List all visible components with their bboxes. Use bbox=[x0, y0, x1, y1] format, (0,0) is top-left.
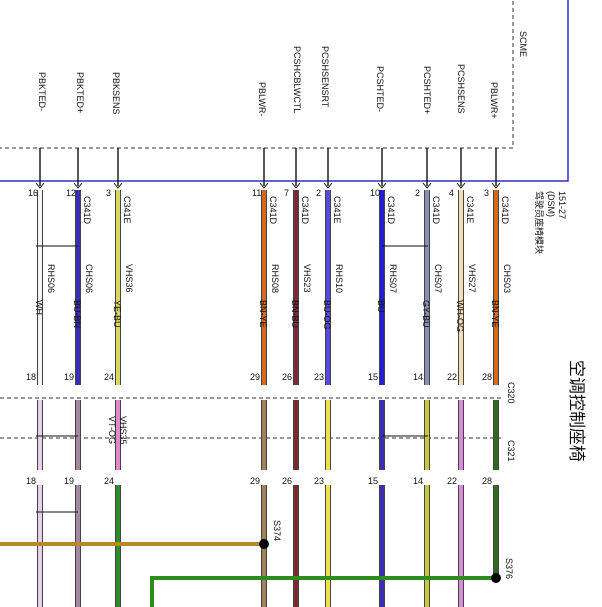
pin-c321-label: 22 bbox=[447, 476, 457, 486]
module-pin-labels: PBLWR+ PCSHSENS PCSHTED+ PCSHTED- PCSHSE… bbox=[37, 46, 499, 119]
pin-label: PBLWR- bbox=[257, 82, 267, 116]
pin-top-label: 4 bbox=[449, 188, 454, 198]
connector-top-label: C341E bbox=[332, 196, 342, 224]
circuit-label: RHS08 bbox=[270, 264, 280, 293]
circuit-label: RHS06 bbox=[46, 264, 56, 293]
pin-top-label: 10 bbox=[370, 188, 380, 198]
pin-c321-label: 14 bbox=[413, 476, 423, 486]
circuit-label: RHS10 bbox=[334, 264, 344, 293]
pin-label: PCSHSENS bbox=[456, 64, 466, 114]
pin-c321-label: 15 bbox=[368, 476, 378, 486]
pin-c321-label: 18 bbox=[26, 476, 36, 486]
pin-c320-label: 18 bbox=[26, 372, 36, 382]
pin-c320-label: 14 bbox=[413, 372, 423, 382]
pin-top-label: 11 bbox=[252, 188, 261, 198]
pin-c320-label: 26 bbox=[282, 372, 292, 382]
pin-top-label: 3 bbox=[484, 188, 489, 198]
pin-c321-label: 26 bbox=[282, 476, 292, 486]
color-code-label: GY-BU bbox=[421, 300, 431, 328]
connector-top-label: C341D bbox=[386, 196, 396, 225]
pin-label: PBLWR+ bbox=[489, 82, 499, 119]
pin-c320-label: 22 bbox=[447, 372, 457, 382]
module-part-number: 151-27 bbox=[557, 191, 567, 219]
color-code-label: BN-BU bbox=[290, 300, 300, 328]
splice-s374-dot bbox=[259, 539, 269, 549]
pin-label: PBKTED+ bbox=[75, 72, 85, 113]
connector-arrow bbox=[73, 182, 83, 189]
connector-top-label: C341D bbox=[268, 196, 278, 225]
connector-arrow bbox=[259, 182, 269, 189]
connector-arrow bbox=[456, 182, 466, 189]
color-code-label: WH-OG bbox=[455, 300, 465, 332]
section-title: 空调控制座椅 bbox=[567, 360, 586, 462]
module-name: SCME bbox=[518, 31, 528, 57]
color-code-label: BU-OG bbox=[322, 300, 332, 330]
pin-c321-label: 28 bbox=[482, 476, 492, 486]
splice-s374: S374 bbox=[272, 520, 282, 541]
pin-c321-label: 19 bbox=[64, 476, 74, 486]
module-outer-box bbox=[0, 0, 569, 182]
pin-c321-label: 29 bbox=[250, 476, 260, 486]
module-inner-box bbox=[0, 0, 514, 149]
circuit-label: VHS23 bbox=[302, 264, 312, 293]
color-code-label: YE-BU bbox=[112, 300, 122, 328]
pin-label: PCSHSENSRT bbox=[320, 46, 330, 108]
pin-c320-label: 29 bbox=[250, 372, 260, 382]
circuit-label: VHS36 bbox=[124, 264, 134, 293]
circuit-label: VHS27 bbox=[467, 264, 477, 293]
color-code-label: WH bbox=[34, 300, 44, 315]
pin-label: PCSHCBLWCTL bbox=[292, 46, 302, 113]
pin-top-label: 2 bbox=[415, 188, 420, 198]
color-code-label: BU-BN bbox=[72, 300, 82, 328]
wires: 3C341DCHS03BN-YE28284C341EVHS27WH-OG2222… bbox=[26, 148, 512, 607]
pin-label: PBKSENS bbox=[111, 72, 121, 115]
pin-c320-label: 28 bbox=[482, 372, 492, 382]
circuit-label: RHS07 bbox=[388, 264, 398, 293]
circuit-label: CHS07 bbox=[433, 264, 443, 293]
pin-top-label: 3 bbox=[106, 188, 111, 198]
pin-c321-label: 24 bbox=[104, 476, 114, 486]
connector-top-label: C341E bbox=[465, 196, 475, 224]
splice-s376-dot bbox=[491, 573, 501, 583]
connector-arrow bbox=[291, 182, 301, 189]
connector-c320: C320 bbox=[506, 382, 516, 404]
pin-top-label: 16 bbox=[28, 188, 38, 198]
connector-top-label: C341D bbox=[300, 196, 310, 225]
pin-top-label: 7 bbox=[284, 188, 289, 198]
module-abbrev: (DSM) bbox=[546, 191, 556, 217]
color-code-label: BU bbox=[376, 300, 386, 313]
circuit-label: CHS03 bbox=[502, 264, 512, 293]
pin-label: PCSHTED+ bbox=[422, 66, 432, 114]
connector-c321: C321 bbox=[506, 440, 516, 462]
mid-color-label: VT-OG bbox=[107, 416, 117, 444]
color-code-label: BN-YE bbox=[258, 300, 268, 328]
circuit-label: CHS06 bbox=[84, 264, 94, 293]
connector-arrow bbox=[422, 182, 432, 189]
connector-arrow bbox=[323, 182, 333, 189]
connector-arrow bbox=[491, 182, 501, 189]
module-title-cn: 驾驶员座椅模块 bbox=[534, 191, 545, 254]
pin-c320-label: 23 bbox=[314, 372, 324, 382]
pin-c320-label: 24 bbox=[104, 372, 114, 382]
splice-s376: S376 bbox=[504, 558, 514, 579]
pin-top-label: 2 bbox=[316, 188, 321, 198]
connector-arrow bbox=[377, 182, 387, 189]
color-code-label: BN-YE bbox=[490, 300, 500, 328]
pin-top-label: 12 bbox=[66, 188, 76, 198]
connector-top-label: C341D bbox=[431, 196, 441, 225]
pin-c321-label: 23 bbox=[314, 476, 324, 486]
connector-top-label: C341D bbox=[500, 196, 510, 225]
pin-c320-label: 15 bbox=[368, 372, 378, 382]
connector-arrow bbox=[35, 182, 45, 189]
pin-label: PCSHTED- bbox=[375, 66, 385, 112]
pin-label: PBKTED- bbox=[37, 72, 47, 111]
pin-c320-label: 19 bbox=[64, 372, 74, 382]
connector-top-label: C341E bbox=[122, 196, 132, 224]
twisted-pair-markers bbox=[36, 245, 428, 513]
mid-circuit-label: VHS35 bbox=[118, 416, 128, 445]
connector-arrow bbox=[113, 182, 123, 189]
connector-top-label: C341D bbox=[82, 196, 92, 225]
